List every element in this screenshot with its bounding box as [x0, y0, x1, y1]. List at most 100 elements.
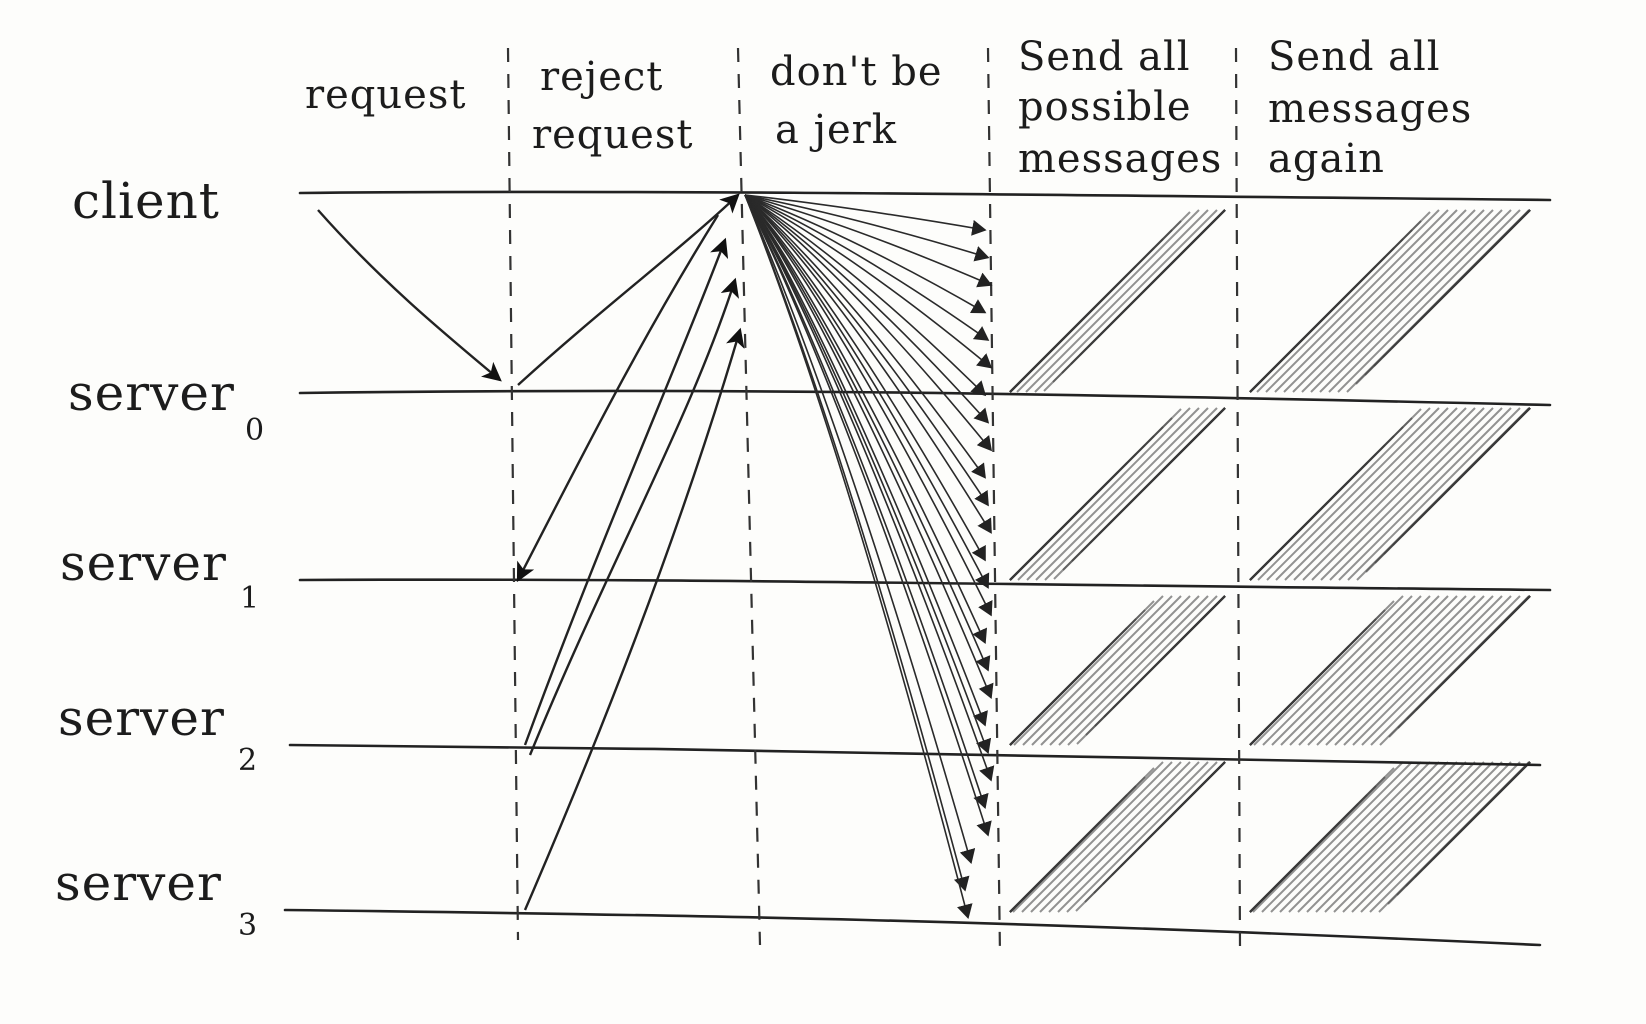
fan-message-arrow: [744, 194, 989, 810]
fan-message-arrow: [744, 194, 989, 507]
fan-message-arrow: [744, 194, 970, 892]
request-arrow: [317, 209, 502, 382]
hatch-stroke: [1370, 595, 1521, 746]
hatch-stroke: [1256, 209, 1440, 393]
reject-arrows: [516, 193, 745, 911]
fan-message-arrow: [744, 194, 991, 672]
hatch-stroke: [1017, 407, 1191, 581]
phase-label-send-possible-line1: Send all: [1018, 34, 1191, 80]
hatch-stroke: [1249, 211, 1431, 393]
timeline-client: [298, 190, 1552, 202]
hatch-stroke: [1289, 595, 1440, 746]
hatch-stroke: [1292, 209, 1476, 393]
arrow-server1-reject: [528, 277, 739, 756]
fan-message-arrow: [744, 194, 995, 782]
hatch-stroke: [1048, 761, 1200, 913]
hatch-stroke: [1220, 595, 1226, 601]
hatched-block: [1009, 407, 1226, 581]
fan-message-arrow: [744, 194, 992, 755]
fan-message-arrow: [744, 194, 990, 341]
phase-label-request: request: [305, 72, 466, 118]
divider-sendall-again: [1234, 47, 1242, 949]
hatch-stroke: [1307, 595, 1458, 746]
hatched-block: [1249, 595, 1531, 746]
row-subscript-server-2: 2: [238, 743, 258, 778]
hatch-stroke: [1343, 595, 1494, 746]
fan-message-arrow: [744, 194, 992, 837]
hatch-stroke: [1249, 767, 1395, 913]
hatch-stroke: [1306, 761, 1458, 913]
fan-message-arrow: [744, 194, 987, 236]
hatch-stroke: [1352, 595, 1503, 746]
fan-message-arrow: [744, 194, 993, 617]
fan-message-arrow: [744, 194, 986, 562]
hatch-stroke: [1215, 407, 1226, 418]
hatch-stroke: [1298, 595, 1449, 746]
hatch-stroke: [1022, 595, 1173, 746]
divider-request-reject: [506, 47, 520, 941]
fan-message-arrow: [744, 194, 986, 479]
hatch-stroke: [1301, 209, 1485, 393]
fan-message-arrow: [744, 194, 987, 314]
hatched-block: [1009, 595, 1226, 746]
hatch-stroke: [1040, 595, 1191, 746]
fan-message-arrow: [744, 194, 990, 424]
timeline-server-1: [298, 578, 1552, 592]
phase-label-dont-be-line2: a jerk: [775, 107, 897, 153]
hatch-stroke: [1035, 407, 1209, 581]
hatch-stroke: [1274, 209, 1458, 393]
hatch-stroke: [1288, 761, 1440, 913]
fan-message-arrow: [744, 194, 993, 288]
fan-message-arrow: [744, 194, 973, 920]
phase-label-send-again-line1: Send all: [1268, 34, 1441, 80]
fan-message-arrow: [744, 194, 988, 727]
timeline-server-0: [298, 389, 1552, 407]
hatch-stroke: [1049, 595, 1200, 746]
hatch-stroke: [1527, 407, 1531, 411]
hatch-stroke: [1026, 407, 1200, 581]
fan-message-arrow: [744, 194, 976, 865]
message-fan: [744, 194, 995, 920]
hatch-stroke: [1219, 761, 1226, 768]
divider-reject-jerk: [736, 47, 762, 946]
hatch-stroke: [1361, 595, 1512, 746]
hatch-stroke: [1351, 761, 1503, 913]
hatch-stroke: [1320, 407, 1494, 581]
fan-message-arrow: [744, 194, 990, 262]
hatch-stroke: [1214, 209, 1226, 221]
hatch-stroke: [1039, 761, 1191, 913]
row-subscript-server-3: 3: [238, 908, 258, 943]
fan-message-arrow: [744, 194, 987, 644]
hatch-stroke: [1249, 408, 1422, 581]
phase-dividers: [506, 47, 1242, 956]
hatch-stroke: [1030, 761, 1182, 913]
row-label-server-3: server: [55, 854, 222, 912]
hatch-stroke: [1526, 209, 1531, 214]
fan-message-arrow: [744, 194, 990, 589]
timelines: [283, 190, 1552, 947]
phase-labels: request reject request don't be a jerk S…: [305, 34, 1471, 182]
hatch-stroke: [1252, 761, 1404, 913]
hatch-stroke: [1067, 595, 1218, 746]
hatch-stroke: [1328, 209, 1512, 393]
hatch-stroke: [1523, 595, 1531, 603]
hatch-stroke: [1302, 407, 1476, 581]
hatch-stroke: [1275, 407, 1449, 581]
hatch-stroke: [1337, 209, 1521, 393]
hatch-stroke: [1012, 761, 1164, 913]
hatch-stroke: [1265, 209, 1449, 393]
hatch-stroke: [1280, 595, 1431, 746]
hatch-stroke: [1223, 209, 1226, 212]
row-label-client: client: [72, 172, 220, 230]
hatched-block: [1249, 761, 1531, 913]
row-subscript-server-1: 1: [240, 581, 260, 616]
timeline-server-2: [288, 743, 1542, 767]
fan-message-arrow: [744, 194, 993, 369]
phase-label-reject-line1: reject: [540, 54, 663, 100]
hatch-stroke: [1324, 761, 1476, 913]
fan-message-arrow: [744, 194, 993, 452]
phase-label-send-possible-line3: messages: [1018, 136, 1222, 182]
hatch-stroke: [1338, 407, 1512, 581]
arrow-client-to-server0: [317, 209, 502, 382]
